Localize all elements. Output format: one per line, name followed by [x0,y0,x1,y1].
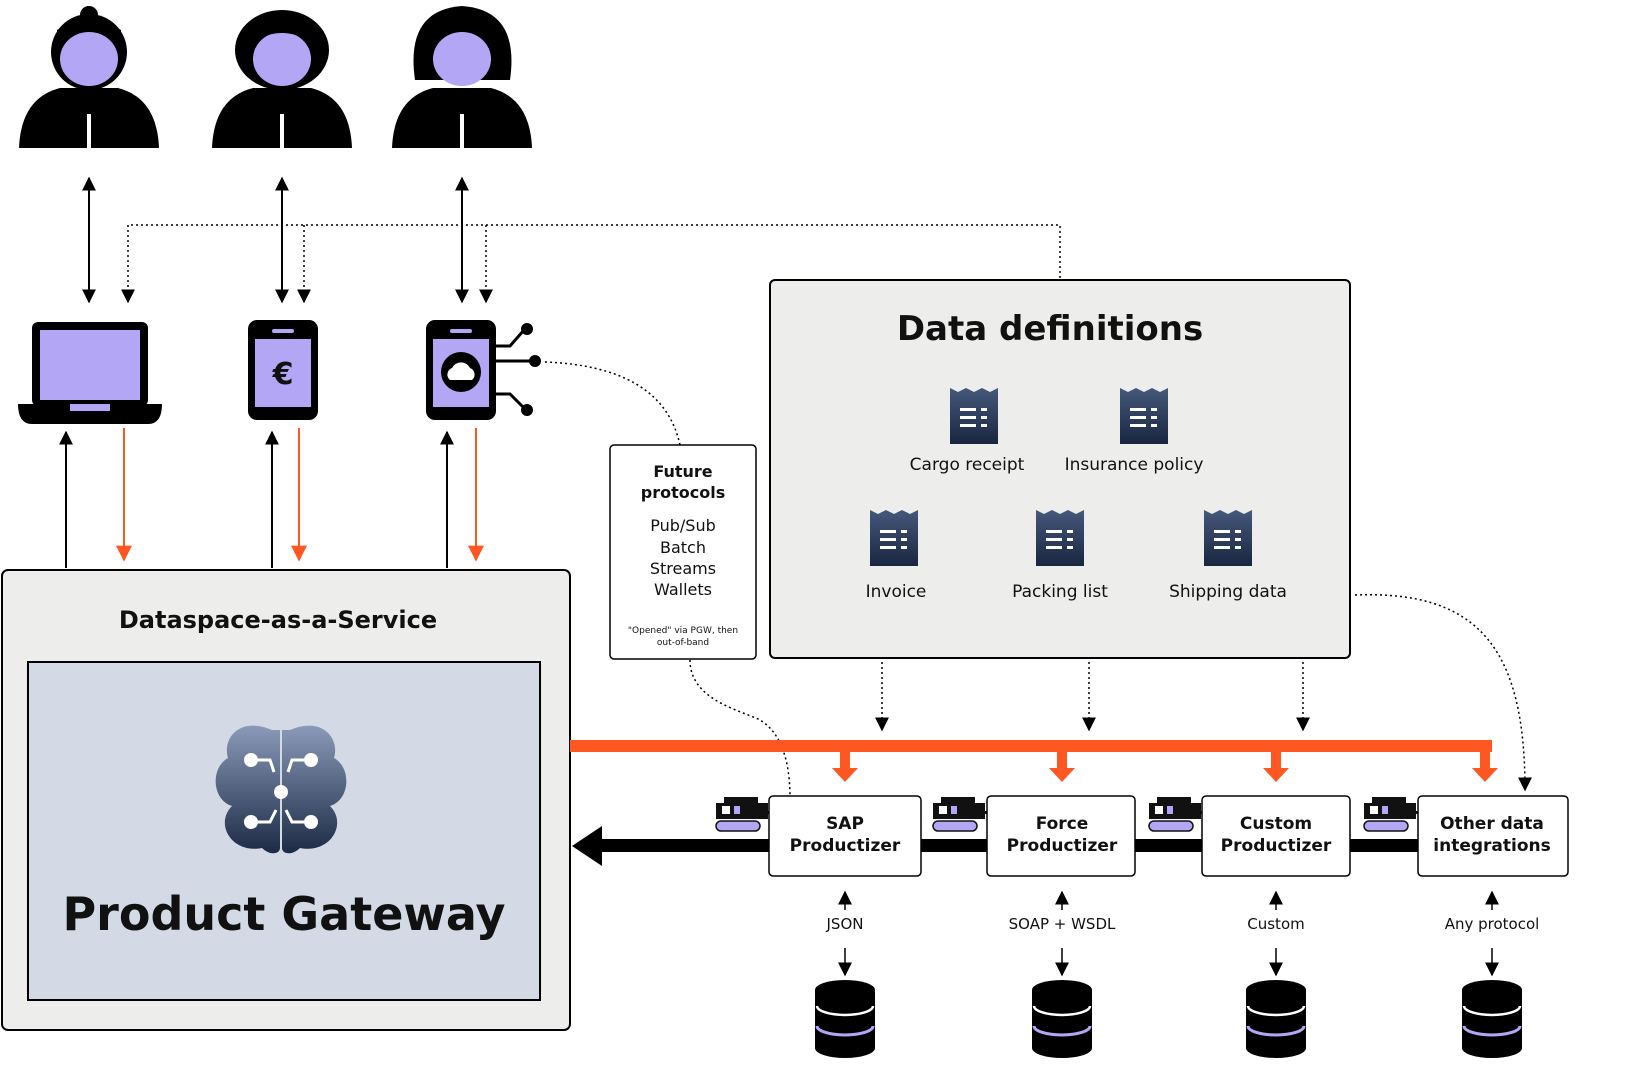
protocol-label: JSON [826,915,864,933]
svg-text:€: € [272,357,294,392]
conveyor-icon [932,796,994,832]
euro-phone-icon: € [248,320,318,420]
productizer-sap: SAP Productizer [768,795,922,877]
future-protocols-title-2: protocols [641,483,725,502]
protocol-label: Custom [1247,915,1304,933]
productizer-label: Custom [1240,814,1312,834]
protocol-item: Streams [650,559,716,578]
data-definitions-title: Data definitions [897,309,1203,349]
brain-circuit-icon [215,725,347,854]
user-long-hair-icon [392,6,532,148]
database-icon [1244,978,1308,1060]
daas-title: Dataspace-as-a-Service [119,606,437,634]
productizer-custom: Custom Productizer [1201,795,1351,877]
doc-label-shipping-data: Shipping data [1169,582,1287,602]
doc-label-cargo-receipt: Cargo receipt [910,455,1025,475]
protocol-label: SOAP + WSDL [1009,915,1116,933]
productizer-label: Other data [1440,814,1544,834]
database-icon [1460,978,1524,1060]
conveyor-icon [1148,796,1210,832]
doc-label-packing-list: Packing list [1012,582,1108,602]
doc-label-invoice: Invoice [866,582,927,602]
document-icon [1036,510,1084,566]
conveyor-icon [715,796,777,832]
productizer-label: Productizer [1221,836,1332,856]
gateway-title: Product Gateway [62,887,505,941]
productizer-label: integrations [1433,836,1550,856]
user-bun-icon [19,6,159,148]
document-icon [870,510,918,566]
productizer-force: Force Productizer [986,795,1136,877]
document-icon [1120,388,1168,444]
productizer-label: Productizer [790,836,901,856]
document-icon [950,388,998,444]
cloud-phone-icon [426,320,541,420]
productizer-label: Productizer [1007,836,1118,856]
doc-label-insurance-policy: Insurance policy [1065,455,1204,475]
future-protocols-note-2: out-of-band [657,638,709,648]
laptop-icon [18,322,162,424]
document-icon [1204,510,1252,566]
orange-request-bus [570,740,1498,782]
protocol-item: Batch [660,538,706,557]
productizer-label: SAP [826,814,864,834]
protocol-item: Pub/Sub [650,516,716,535]
conveyor-icon [1363,796,1425,832]
productizer-label: Force [1036,814,1089,834]
protocol-item: Wallets [654,580,712,599]
database-icon [813,978,877,1060]
future-protocols-box: Future protocols Pub/Sub Batch Streams W… [609,444,757,660]
future-protocols-note-1: "Opened" via PGW, then [628,626,738,636]
database-icon [1030,978,1094,1060]
data-definitions-panel: Data definitions Cargo receipt Insurance… [769,279,1351,659]
productizer-other: Other data integrations [1417,795,1569,877]
user-short-hair-icon [212,10,352,148]
future-protocols-title-1: Future [653,462,712,481]
protocol-label: Any protocol [1445,915,1540,933]
